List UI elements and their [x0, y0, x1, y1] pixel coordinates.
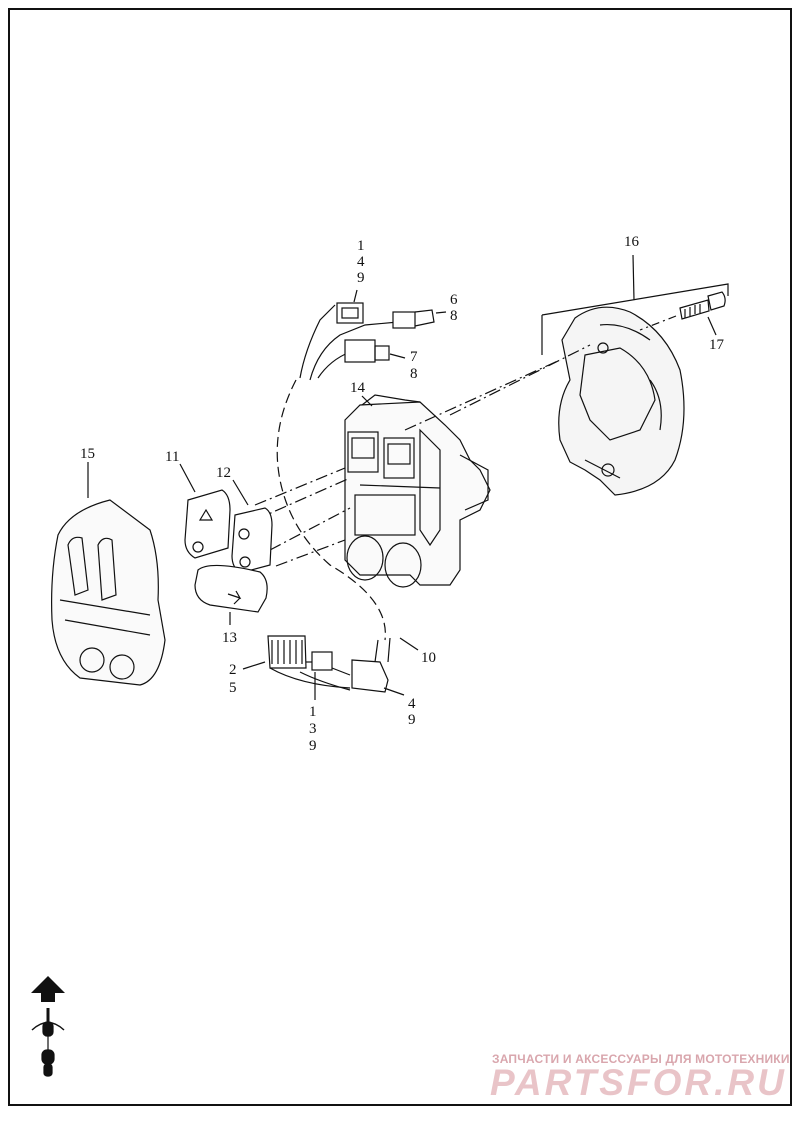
part-12-cruise-button: [231, 507, 273, 574]
callout-8: 8: [410, 366, 418, 382]
leader-16: [632, 254, 635, 301]
watermark-logo: PARTSFOR.RU: [490, 1062, 787, 1103]
part-17-screw: [679, 291, 726, 320]
diagram-frame: [8, 8, 792, 1106]
leader-25: [242, 661, 266, 670]
watermark-caption: ЗАПЧАСТИ И АКСЕССУАРЫ ДЛЯ МОТОТЕХНИКИ: [492, 1052, 790, 1066]
upper-harness: [299, 302, 435, 381]
callout-15: 15: [80, 446, 95, 462]
leader-12: [232, 479, 249, 506]
callout-16: 16: [624, 234, 640, 250]
part-13-turn-button: [194, 564, 268, 613]
dash-17: [639, 315, 677, 331]
callout-9: 9: [309, 738, 317, 754]
callout-1: 1: [357, 238, 365, 254]
callout-13: 13: [222, 630, 237, 646]
part-15-housing-cover: [51, 499, 166, 686]
alignment-lines: [254, 344, 591, 567]
front-direction-arrow-icon: [31, 976, 65, 1002]
callout-5: 5: [229, 680, 237, 696]
callout-4: 4: [357, 254, 365, 270]
callout-9: 9: [357, 270, 365, 286]
callout-14: 14: [350, 380, 366, 396]
leader-11: [179, 463, 196, 493]
part-10-cable: [374, 637, 391, 663]
leader-149a: [353, 289, 358, 303]
callout-9: 9: [408, 712, 416, 728]
dashed-cable: [276, 379, 386, 641]
callout-1: 1: [309, 704, 317, 720]
part-11-hazard-button: [184, 489, 231, 559]
leader-68: [435, 311, 447, 314]
part-14-switch-block: [344, 394, 491, 588]
motorcycle-top-view-icon: [31, 1008, 65, 1077]
leader-10: [399, 637, 419, 651]
callout-11: 11: [165, 449, 179, 465]
leader-49b: [383, 687, 405, 696]
callout-12: 12: [216, 465, 231, 481]
callout-10: 10: [421, 650, 436, 666]
callout-4: 4: [408, 696, 416, 712]
callout-3: 3: [309, 721, 317, 737]
callout-labels: 1 4 9 16 6 8 17 7 8 14 15 11 12 13 10 2 …: [80, 234, 725, 754]
leader-14: [361, 395, 373, 407]
leader-17: [707, 316, 717, 336]
part-16-switch-housing: [558, 306, 685, 496]
lower-harness: [267, 635, 389, 693]
callout-17: 17: [709, 337, 725, 353]
leader-78: [389, 353, 406, 359]
callout-6: 6: [450, 292, 458, 308]
bracket-16: [541, 283, 729, 355]
callout-8: 8: [450, 308, 458, 324]
callout-7: 7: [410, 349, 418, 365]
callout-2: 2: [229, 662, 237, 678]
